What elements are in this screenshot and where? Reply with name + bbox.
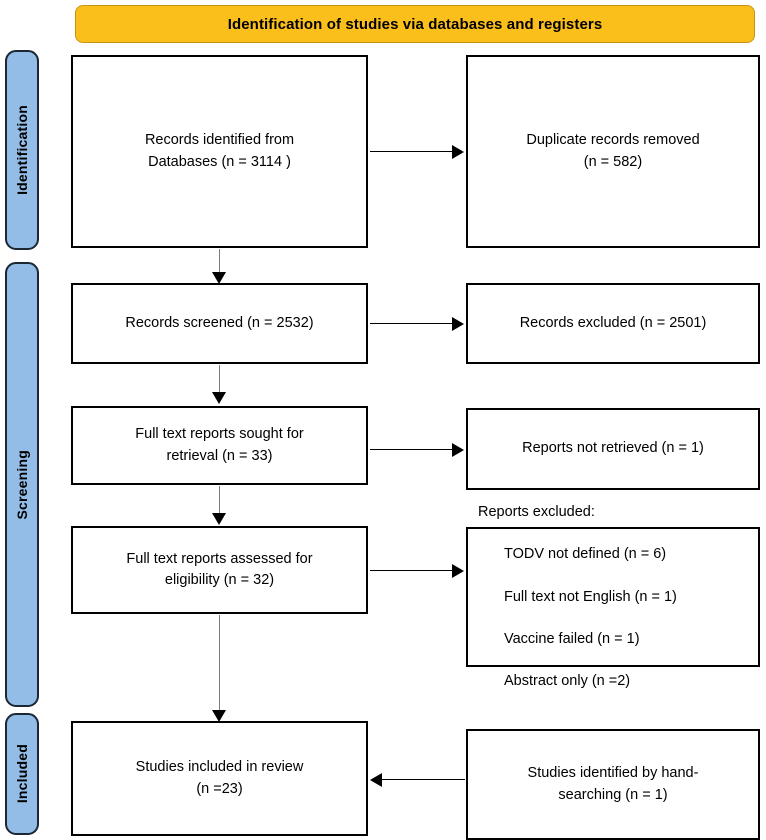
box-studies-included-in-review: Studies included in review (n =23) xyxy=(71,721,368,836)
arrowhead-right-not-retrieved xyxy=(452,443,464,457)
box-reports-excluded: Reports excluded: TODV not defined (n = … xyxy=(466,504,760,689)
box-duplicate-records-removed-text: Duplicate records removed (n = 582) xyxy=(526,132,700,170)
box-records-identified: Records identified from Databases (n = 3… xyxy=(71,55,368,248)
arrowhead-down-sought xyxy=(212,392,226,404)
connector-screened-to-excluded xyxy=(370,323,453,324)
reports-excluded-item-3: Abstract only (n =2) xyxy=(504,672,631,689)
box-full-text-reports-assessed-text: Full text reports assessed for eligibili… xyxy=(126,550,313,588)
box-full-text-reports-sought-text: Full text reports sought for retrieval (… xyxy=(135,426,304,464)
stage-pill-identification: Identification xyxy=(5,50,39,250)
arrowhead-down-included xyxy=(212,710,226,722)
box-reports-not-retrieved: Reports not retrieved (n = 1) xyxy=(466,408,760,490)
arrowhead-right-duplicates xyxy=(452,145,464,159)
stage-label-included: Included xyxy=(14,744,30,804)
box-full-text-reports-assessed: Full text reports assessed for eligibili… xyxy=(71,526,368,614)
box-reports-not-retrieved-text: Reports not retrieved (n = 1) xyxy=(522,440,704,457)
reports-excluded-item-1: Full text not English (n = 1) xyxy=(504,588,677,605)
connector-screened-to-sought xyxy=(219,365,220,394)
arrowhead-down-assessed xyxy=(212,513,226,525)
diagram-banner: Identification of studies via databases … xyxy=(75,5,755,43)
box-records-excluded-text: Records excluded (n = 2501) xyxy=(519,314,707,331)
box-studies-included-in-review-text: Studies included in review (n =23) xyxy=(135,759,304,797)
stage-pill-screening: Screening xyxy=(5,262,39,707)
connector-identified-to-duplicates xyxy=(370,151,453,152)
arrowhead-right-reports-excluded xyxy=(452,564,464,578)
reports-excluded-title: Reports excluded: xyxy=(478,504,595,521)
connector-identified-to-screened xyxy=(219,249,220,275)
arrowhead-left-studies-included xyxy=(370,773,382,787)
connector-sought-to-assessed xyxy=(219,486,220,515)
box-records-excluded: Records excluded (n = 2501) xyxy=(466,283,760,364)
arrowhead-right-records-excluded xyxy=(452,317,464,331)
box-duplicate-records-removed: Duplicate records removed (n = 582) xyxy=(466,55,760,248)
box-full-text-reports-sought: Full text reports sought for retrieval (… xyxy=(71,406,368,485)
box-studies-identified-hand-searching-text: Studies identified by hand- searching (n… xyxy=(527,765,699,803)
connector-assessed-to-excluded xyxy=(370,570,453,571)
reports-excluded-item-0: TODV not defined (n = 6) xyxy=(504,546,667,563)
stage-label-identification: Identification xyxy=(14,105,30,195)
stage-label-screening: Screening xyxy=(14,449,30,520)
box-records-screened: Records screened (n = 2532) xyxy=(71,283,368,364)
connector-assessed-to-included xyxy=(219,615,220,712)
connector-sought-to-not-retrieved xyxy=(370,449,453,450)
arrowhead-down-screened xyxy=(212,272,226,284)
banner-title: Identification of studies via databases … xyxy=(227,15,603,33)
reports-excluded-item-2: Vaccine failed (n = 1) xyxy=(504,630,640,647)
connector-hand-searching-to-included xyxy=(382,779,465,780)
box-records-identified-text: Records identified from Databases (n = 3… xyxy=(144,132,295,170)
box-reports-excluded-list: Reports excluded: TODV not defined (n = … xyxy=(478,481,748,712)
box-studies-identified-hand-searching: Studies identified by hand- searching (n… xyxy=(466,729,760,840)
stage-pill-included: Included xyxy=(5,713,39,835)
box-records-screened-text: Records screened (n = 2532) xyxy=(125,314,314,331)
